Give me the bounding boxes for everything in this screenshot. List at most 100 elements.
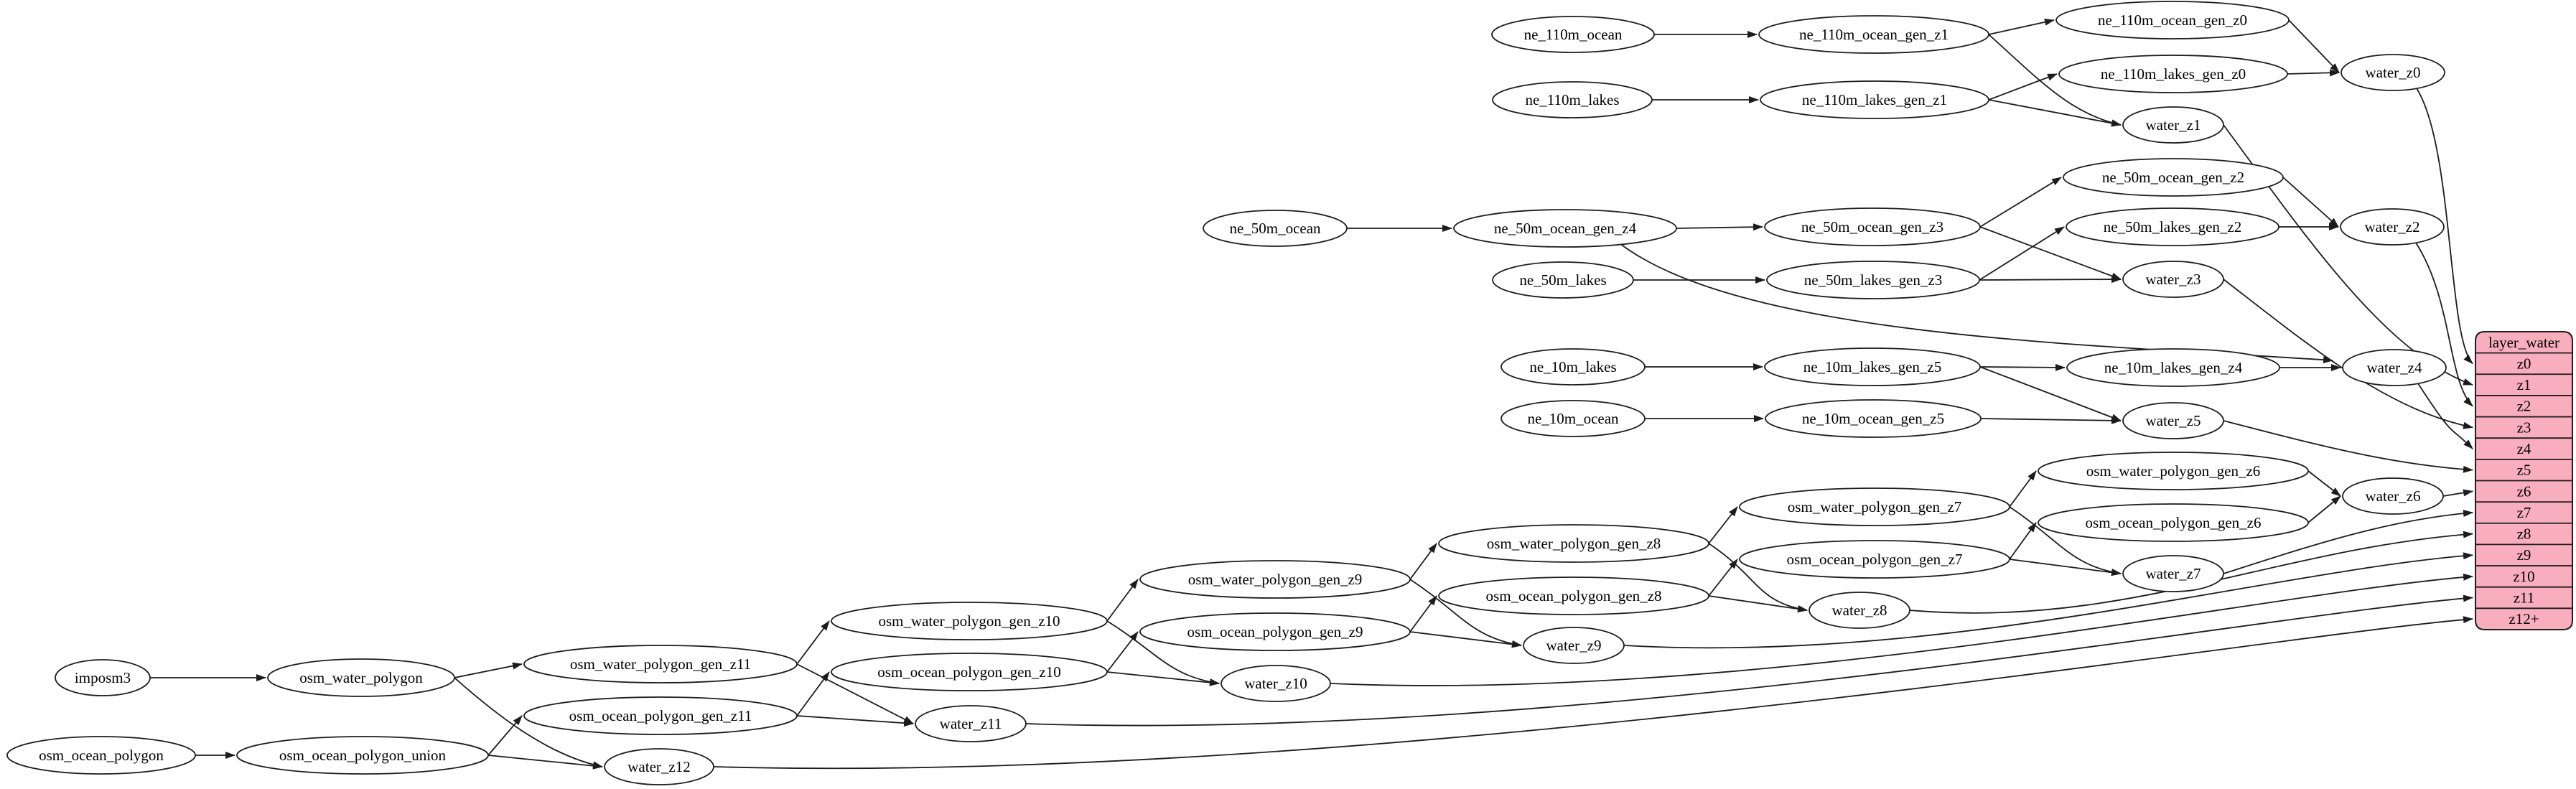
node-label: osm_ocean_polygon: [39, 747, 164, 764]
node-label: ne_110m_lakes_gen_z1: [1802, 91, 1947, 108]
edge-osm_water_polygon_gen_z8-to-osm_water_polygon_gen_z7: [1708, 506, 1738, 544]
node-label: ne_50m_ocean_gen_z3: [1801, 218, 1943, 235]
edge-osm_ocean_polygon_gen_z9-to-osm_ocean_polygon_gen_z8: [1409, 595, 1437, 632]
table-row-z2: z2: [2517, 398, 2531, 415]
node-water_z12: water_z12: [604, 748, 714, 785]
node-ellipse: [523, 645, 798, 683]
node-label: water_z10: [1244, 675, 1307, 692]
edge-ne_110m_lakes_gen_z0-to-water_z0: [2287, 69, 2340, 77]
node-label: osm_ocean_polygon_gen_z8: [1486, 587, 1662, 604]
table-title: layer_water: [2488, 334, 2559, 351]
edge-ne_50m_ocean_gen_z2-to-water_z2: [2282, 177, 2339, 228]
node-ellipse: [1139, 560, 1411, 599]
node-ellipse: [236, 736, 489, 775]
node-label: ne_10m_lakes: [1529, 358, 1616, 375]
edge-ne_50m_lakes_gen_z3-to-water_z3: [1979, 276, 2122, 284]
node-label: ne_50m_ocean_gen_z4: [1494, 220, 1637, 237]
table-row-z9: z9: [2517, 546, 2531, 564]
node-label: water_z1: [2146, 116, 2201, 134]
node-label: water_z4: [2367, 359, 2422, 376]
edge-ne_10m_lakes_gen_z5-to-water_z5: [1979, 366, 2122, 421]
table-row-z11: z11: [2514, 589, 2535, 607]
node-ellipse: [2066, 207, 2279, 246]
edge-osm_water_polygon_gen_z6-to-water_z6: [2307, 470, 2341, 497]
node-label: osm_ocean_polygon_gen_z6: [2086, 514, 2262, 531]
node-ellipse: [1203, 210, 1348, 247]
node-osm_water_polygon_gen_z6: osm_water_polygon_gen_z6: [2038, 452, 2309, 490]
node-label: ne_10m_lakes_gen_z5: [1803, 358, 1941, 375]
node-label: ne_110m_ocean: [1524, 26, 1623, 43]
node-ne_110m_lakes_gen_z0: ne_110m_lakes_gen_z0: [2058, 55, 2288, 93]
node-ne_50m_ocean_gen_z3: ne_50m_ocean_gen_z3: [1764, 207, 1981, 246]
edge-osm_ocean_polygon_gen_z8-to-osm_ocean_polygon_gen_z7: [1708, 559, 1738, 597]
node-ellipse: [267, 658, 455, 697]
edge-water_z6-to-layer_water-z6: [2442, 489, 2473, 497]
edge-osm_water_polygon_gen_z11-to-osm_water_polygon_gen_z10: [796, 620, 830, 665]
node-ellipse: [2055, 1, 2290, 39]
node-ellipse: [2342, 477, 2444, 515]
node-ellipse: [2122, 555, 2224, 592]
edge-ne_50m_ocean_gen_z4-to-water_z4: [1620, 243, 2333, 364]
node-label: water_z2: [2365, 218, 2420, 235]
node-ne_110m_lakes_gen_z1: ne_110m_lakes_gen_z1: [1760, 80, 1989, 119]
node-label: osm_water_polygon_gen_z7: [1788, 498, 1962, 515]
node-osm_ocean_polygon_gen_z9: osm_ocean_polygon_gen_z9: [1139, 612, 1411, 651]
node-label: water_z3: [2146, 271, 2201, 288]
node-label: ne_50m_lakes_gen_z2: [2104, 218, 2241, 235]
node-ellipse: [831, 653, 1108, 691]
node-osm_water_polygon_gen_z11: osm_water_polygon_gen_z11: [523, 645, 798, 683]
edge-layer: [150, 18, 2473, 770]
node-ellipse: [2038, 452, 2309, 490]
node-ellipse: [1501, 400, 1646, 437]
edge-water_z3-to-layer_water-z3: [2223, 279, 2473, 429]
node-label: ne_110m_ocean_gen_z1: [1799, 26, 1949, 43]
edge-water_z12-to-layer_water-z12+: [713, 616, 2473, 770]
node-label: water_z12: [627, 758, 690, 775]
node-ellipse: [2058, 55, 2288, 93]
node-osm_ocean_polygon_gen_z10: osm_ocean_polygon_gen_z10: [831, 653, 1108, 691]
node-water_z0: water_z0: [2341, 54, 2445, 91]
node-label: osm_water_polygon_gen_z11: [570, 655, 751, 673]
edge-water_z1-to-layer_water-z1: [2223, 124, 2473, 386]
node-ellipse: [1739, 540, 2010, 579]
edge-ne_50m_ocean_gen_z3-to-water_z3: [1979, 226, 2122, 280]
node-ellipse: [2341, 54, 2445, 91]
table-row-z7: z7: [2517, 504, 2531, 521]
node-water_z3: water_z3: [2122, 261, 2224, 298]
node-ne_50m_ocean_gen_z2: ne_50m_ocean_gen_z2: [2063, 158, 2284, 197]
edge-ne_50m_lakes_gen_z3-to-ne_50m_lakes_gen_z2: [1979, 226, 2065, 281]
node-label: ne_10m_ocean_gen_z5: [1802, 410, 1944, 427]
edge-water_z10-to-layer_water-z10: [1330, 573, 2473, 686]
node-ne_110m_ocean: ne_110m_ocean: [1491, 16, 1655, 53]
node-water_z1: water_z1: [2122, 106, 2224, 144]
edge-ne_110m_ocean_gen_z1-to-ne_110m_ocean_gen_z0: [1988, 18, 2055, 35]
node-ellipse: [1438, 576, 1709, 615]
edge-osm_ocean_polygon_gen_z11-to-water_z11: [796, 715, 914, 727]
node-ellipse: [1438, 524, 1709, 563]
node-ellipse: [1491, 16, 1655, 53]
node-imposm3: imposm3: [55, 659, 151, 696]
node-label: ne_50m_ocean: [1229, 220, 1321, 237]
node-ellipse: [1139, 612, 1411, 651]
edge-osm_ocean_polygon_gen_z10-to-water_z10: [1106, 671, 1220, 686]
node-ellipse: [1764, 207, 1981, 246]
edge-water_z2-to-layer_water-z2: [2414, 241, 2473, 407]
node-ellipse: [55, 659, 151, 696]
node-water_z6: water_z6: [2342, 477, 2444, 515]
node-label: imposm3: [75, 669, 131, 686]
node-water_z4: water_z4: [2342, 349, 2447, 386]
node-ellipse: [2122, 261, 2224, 298]
node-label: ne_110m_lakes_gen_z0: [2101, 65, 2246, 83]
node-ellipse: [2122, 106, 2224, 144]
table-row-z10: z10: [2513, 568, 2534, 585]
node-label: osm_ocean_polygon_gen_z10: [877, 663, 1060, 681]
node-ne_50m_ocean_gen_z4: ne_50m_ocean_gen_z4: [1453, 209, 1677, 248]
edge-osm_water_polygon_gen_z10-to-osm_water_polygon_gen_z9: [1106, 579, 1139, 622]
node-label: ne_10m_ocean: [1527, 410, 1619, 427]
edge-osm_water_polygon_gen_z9-to-osm_water_polygon_gen_z8: [1409, 543, 1437, 580]
node-osm_water_polygon_gen_z9: osm_water_polygon_gen_z9: [1139, 560, 1411, 599]
edge-osm_ocean_polygon_union-to-osm_ocean_polygon_gen_z11: [487, 715, 523, 756]
node-ellipse: [2122, 402, 2224, 439]
node-osm_water_polygon_gen_z7: osm_water_polygon_gen_z7: [1739, 487, 2010, 526]
